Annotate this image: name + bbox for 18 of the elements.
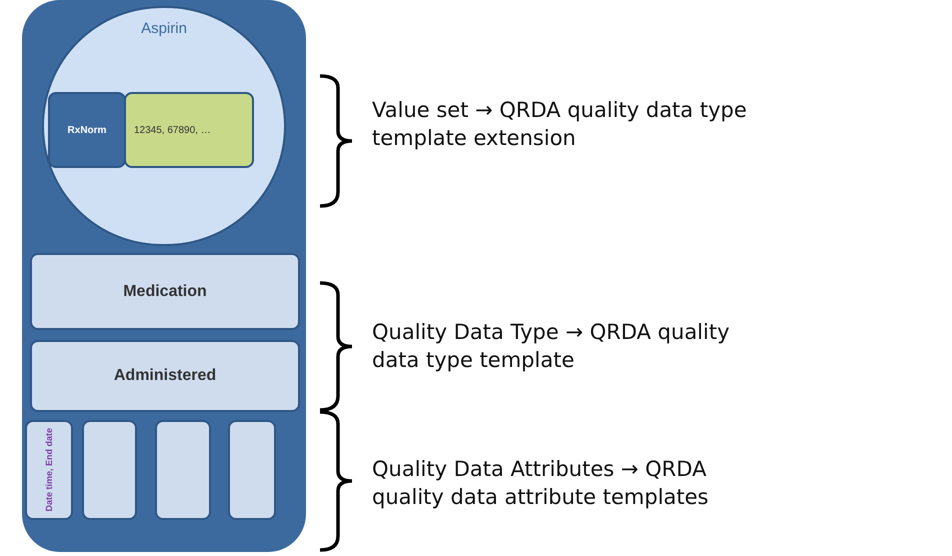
data-type-box — [30, 340, 300, 412]
code-system-name: RxNorm — [68, 124, 106, 136]
code-system-box — [48, 92, 126, 168]
drug-name: Aspirin — [141, 20, 187, 37]
data-type-box — [30, 253, 300, 330]
data-type-name: Medication — [123, 282, 207, 300]
outer-panel — [22, 0, 306, 552]
attribute-box — [155, 420, 211, 520]
code-values-box — [124, 92, 254, 168]
attribute-text: Date time, End date — [43, 428, 55, 512]
bracket-label: Value set → QRDA quality data type template extension — [372, 97, 748, 152]
attribute-box — [82, 420, 137, 520]
bracket-label: Quality Data Attributes → QRDA quality data attribute templates — [372, 456, 710, 511]
bracket-label: Quality Data Type → QRDA quality data type template — [372, 319, 731, 374]
data-type-name: Administered — [114, 367, 216, 385]
attribute-box — [228, 420, 276, 520]
attribute-box — [25, 420, 73, 520]
code-list: 12345, 67890, … — [134, 124, 211, 136]
